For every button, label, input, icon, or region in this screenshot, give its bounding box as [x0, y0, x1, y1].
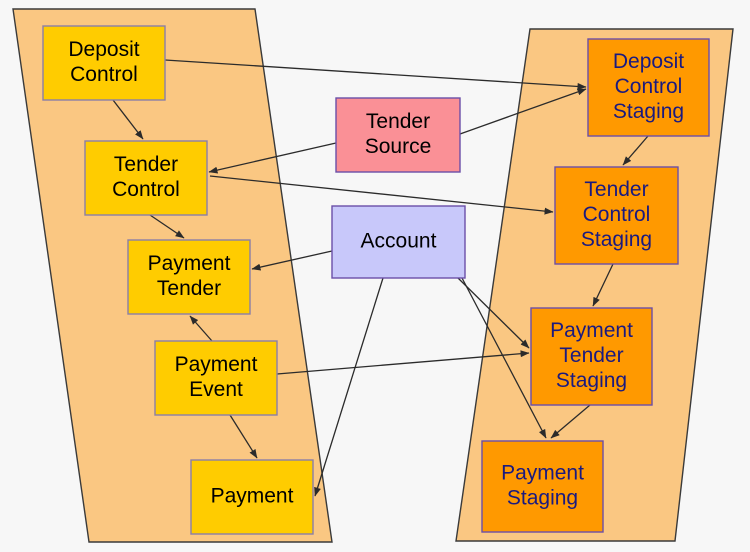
edge-tender-control-staging-from-left [209, 175, 554, 215]
deposit-control-staging-box[interactable] [587, 38, 710, 137]
edge-account-to-payment-staging [461, 277, 547, 439]
edge-payment-event-to-payment-tender [189, 315, 213, 342]
edge-payment-tender-staging-to-payment-staging [550, 404, 591, 439]
edge-tender-source-to-deposit-control-staging [459, 88, 587, 135]
edge-tender-control-staging-to-payment-tender-staging [592, 263, 614, 307]
payment-event-box[interactable] [154, 340, 278, 416]
staging-system-container [455, 28, 734, 542]
edge-payment-event-to-payment [229, 414, 258, 459]
payment-tender-box[interactable] [127, 239, 251, 315]
payment-tender-staging-box[interactable] [530, 307, 653, 406]
edge-tender-source-to-tender-control [208, 142, 337, 174]
edges-layer [112, 59, 649, 497]
payment-box[interactable] [190, 459, 314, 535]
edge-tender-control-to-payment-tender [149, 214, 185, 239]
deposit-control-box[interactable] [42, 25, 166, 101]
tender-control-staging-box[interactable] [554, 166, 679, 265]
node-payment[interactable]: Payment [190, 459, 314, 535]
node-account[interactable]: Account [331, 205, 466, 279]
edge-deposit-control-to-tender-control [112, 99, 144, 140]
edge-account-to-payment [314, 277, 384, 497]
edge-account-to-payment-tender-staging [457, 277, 530, 349]
account-box[interactable] [331, 205, 466, 279]
edge-account-to-payment-tender [251, 250, 333, 271]
tender-control-box[interactable] [84, 140, 208, 216]
edge-deposit-control-staging-to-tender-control-staging [622, 135, 649, 166]
tender-source-box[interactable] [335, 97, 461, 173]
edge-payment-event-to-payment-tender-staging [276, 350, 530, 375]
edge-deposit-control-to-deposit-control-staging [164, 59, 587, 90]
payment-staging-box[interactable] [481, 440, 604, 533]
